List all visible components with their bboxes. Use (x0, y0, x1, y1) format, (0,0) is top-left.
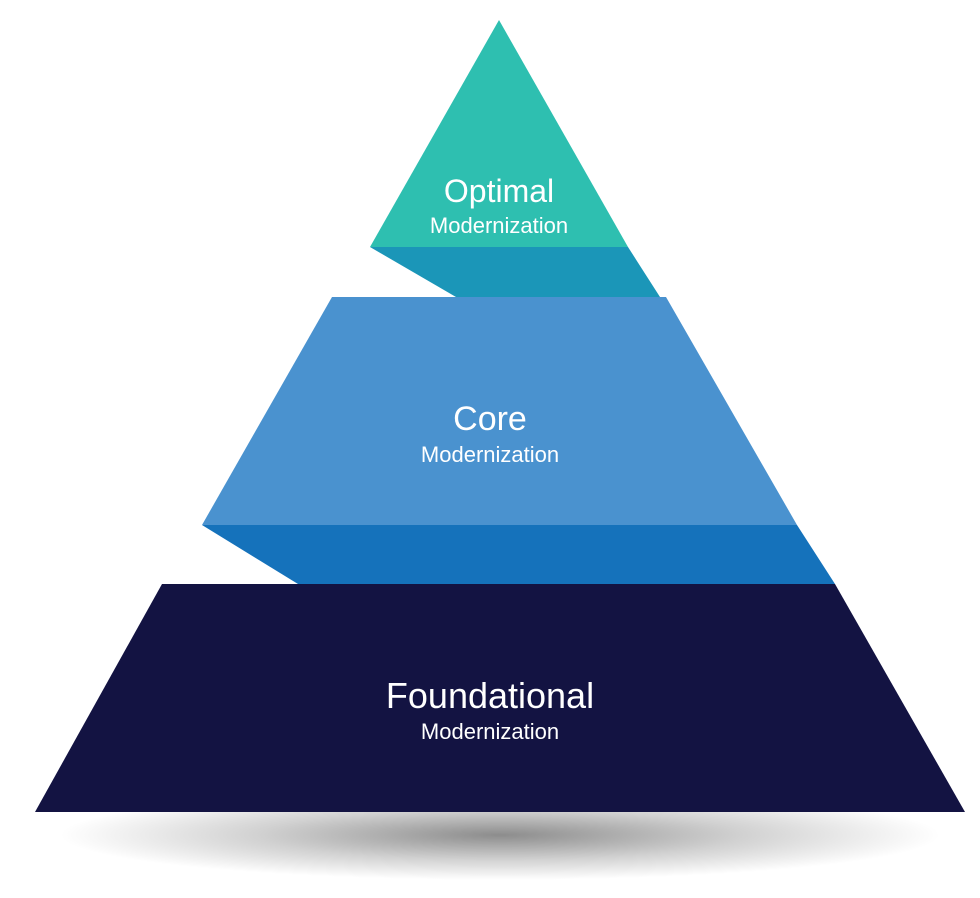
connector-middle-bottom (202, 525, 835, 584)
tier-optimal-title: Optimal (444, 173, 554, 209)
tier-foundational: Foundational Modernization (35, 584, 965, 812)
pyramid-shadow (60, 790, 940, 880)
tier-optimal-shape (370, 20, 628, 247)
tier-core-title: Core (453, 400, 527, 438)
tier-core: Core Modernization (202, 297, 797, 525)
tier-optimal: Optimal Modernization (370, 20, 628, 247)
tier-core-shape (202, 297, 797, 525)
connector-top-middle (370, 247, 660, 297)
tier-foundational-title: Foundational (386, 675, 594, 716)
tier-foundational-shape (35, 584, 965, 812)
tier-core-subtitle: Modernization (421, 442, 559, 467)
tier-optimal-subtitle: Modernization (430, 213, 568, 238)
tier-foundational-subtitle: Modernization (421, 719, 559, 744)
